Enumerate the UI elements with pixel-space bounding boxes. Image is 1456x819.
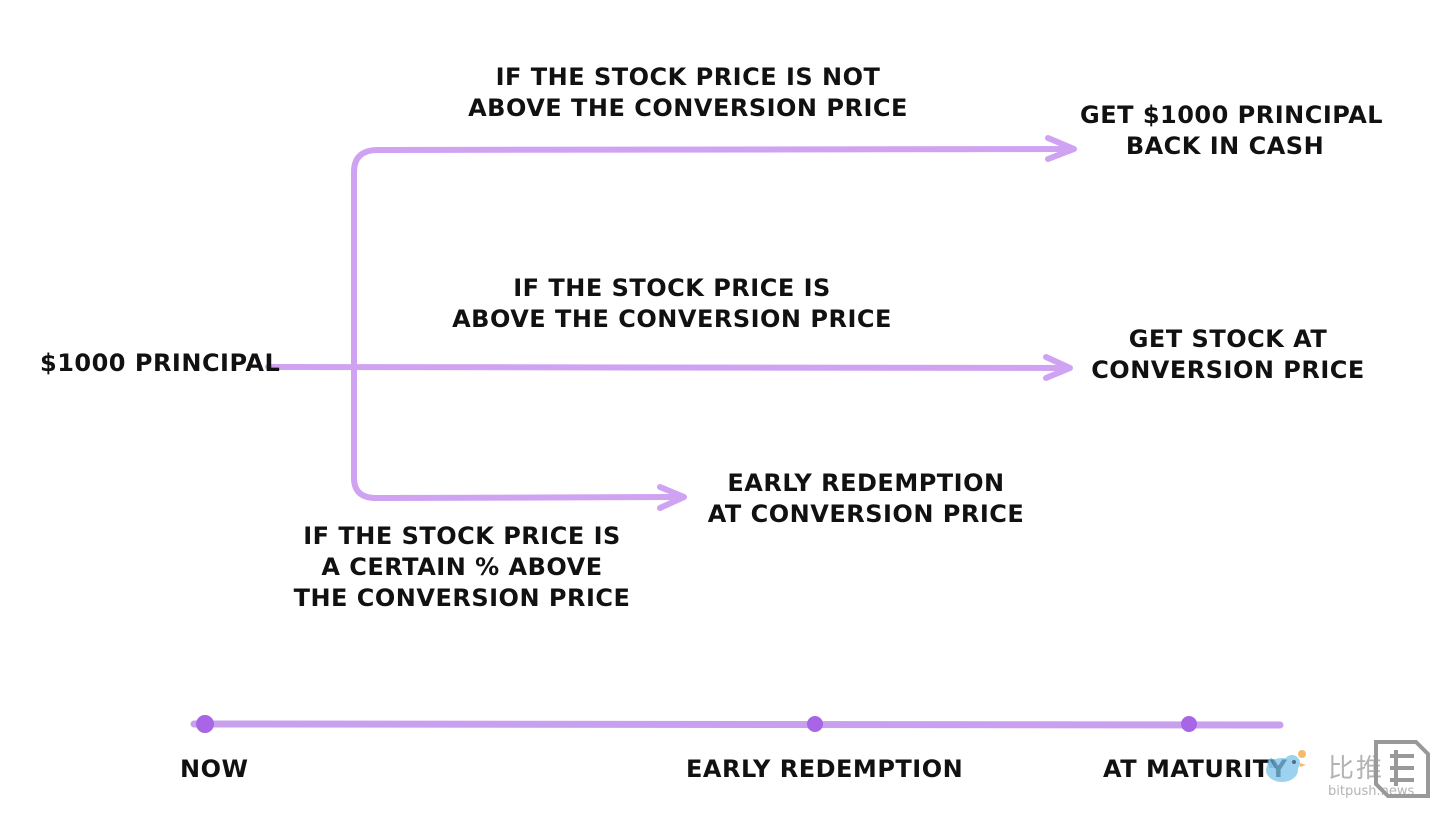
condition-certain-pct-above-line-1: IF THE STOCK PRICE IS (303, 522, 621, 550)
condition-certain-pct-above: IF THE STOCK PRICE IS A CERTAIN % ABOVE … (292, 521, 632, 614)
timeline-dot-early-redemption (807, 716, 823, 732)
outcome-early-redemption: EARLY REDEMPTION AT CONVERSION PRICE (706, 468, 1026, 530)
source-principal-label: $1000 PRINCIPAL (40, 349, 281, 377)
outcome-stock-conversion: GET STOCK AT CONVERSION PRICE (1090, 324, 1366, 386)
outcome-early-redemption-line-2: AT CONVERSION PRICE (707, 500, 1025, 528)
timeline-label-now: NOW (180, 755, 249, 783)
branch-trunk-upper (351, 146, 1073, 369)
branch-trunk-lower (351, 363, 683, 501)
outcome-early-redemption-line-1: EARLY REDEMPTION (727, 469, 1005, 497)
condition-not-above-line-2: ABOVE THE CONVERSION PRICE (468, 94, 908, 122)
outcome-stock-conversion-line-1: GET STOCK AT (1128, 325, 1328, 353)
outcome-principal-cash: GET $1000 PRINCIPAL BACK IN CASH (1080, 100, 1384, 162)
condition-above-line-2: ABOVE THE CONVERSION PRICE (452, 305, 892, 333)
watermark: 比推 bitpush.news (1258, 732, 1454, 818)
condition-certain-pct-above-line-3: THE CONVERSION PRICE (293, 584, 631, 612)
bitpush-logo-icon (1374, 740, 1430, 798)
arrowhead-upper (1045, 135, 1077, 162)
condition-not-above-line-1: IF THE STOCK PRICE IS NOT (495, 63, 881, 91)
outcome-stock-conversion-line-2: CONVERSION PRICE (1091, 356, 1365, 384)
condition-above: IF THE STOCK PRICE IS ABOVE THE CONVERSI… (452, 273, 892, 335)
arrow-middle (265, 364, 1071, 371)
timeline-label-early-redemption: EARLY REDEMPTION (686, 755, 964, 783)
outcome-principal-cash-line-2: BACK IN CASH (1125, 132, 1325, 160)
watermark-cn-text: 比推 (1328, 754, 1385, 784)
arrowhead-middle (1043, 354, 1073, 381)
condition-certain-pct-above-line-2: A CERTAIN % ABOVE (321, 553, 603, 581)
timeline-dot-maturity (1181, 716, 1197, 732)
timeline-line (190, 720, 1284, 729)
timeline-dot-now (196, 715, 214, 733)
condition-above-line-1: IF THE STOCK PRICE IS (513, 274, 831, 302)
timeline-label-maturity: AT MATURITY (1103, 755, 1288, 783)
condition-not-above: IF THE STOCK PRICE IS NOT ABOVE THE CONV… (468, 62, 908, 124)
arrowhead-lower (657, 484, 687, 511)
outcome-principal-cash-line-1: GET $1000 PRINCIPAL (1080, 101, 1384, 129)
bird-icon (1266, 750, 1306, 782)
